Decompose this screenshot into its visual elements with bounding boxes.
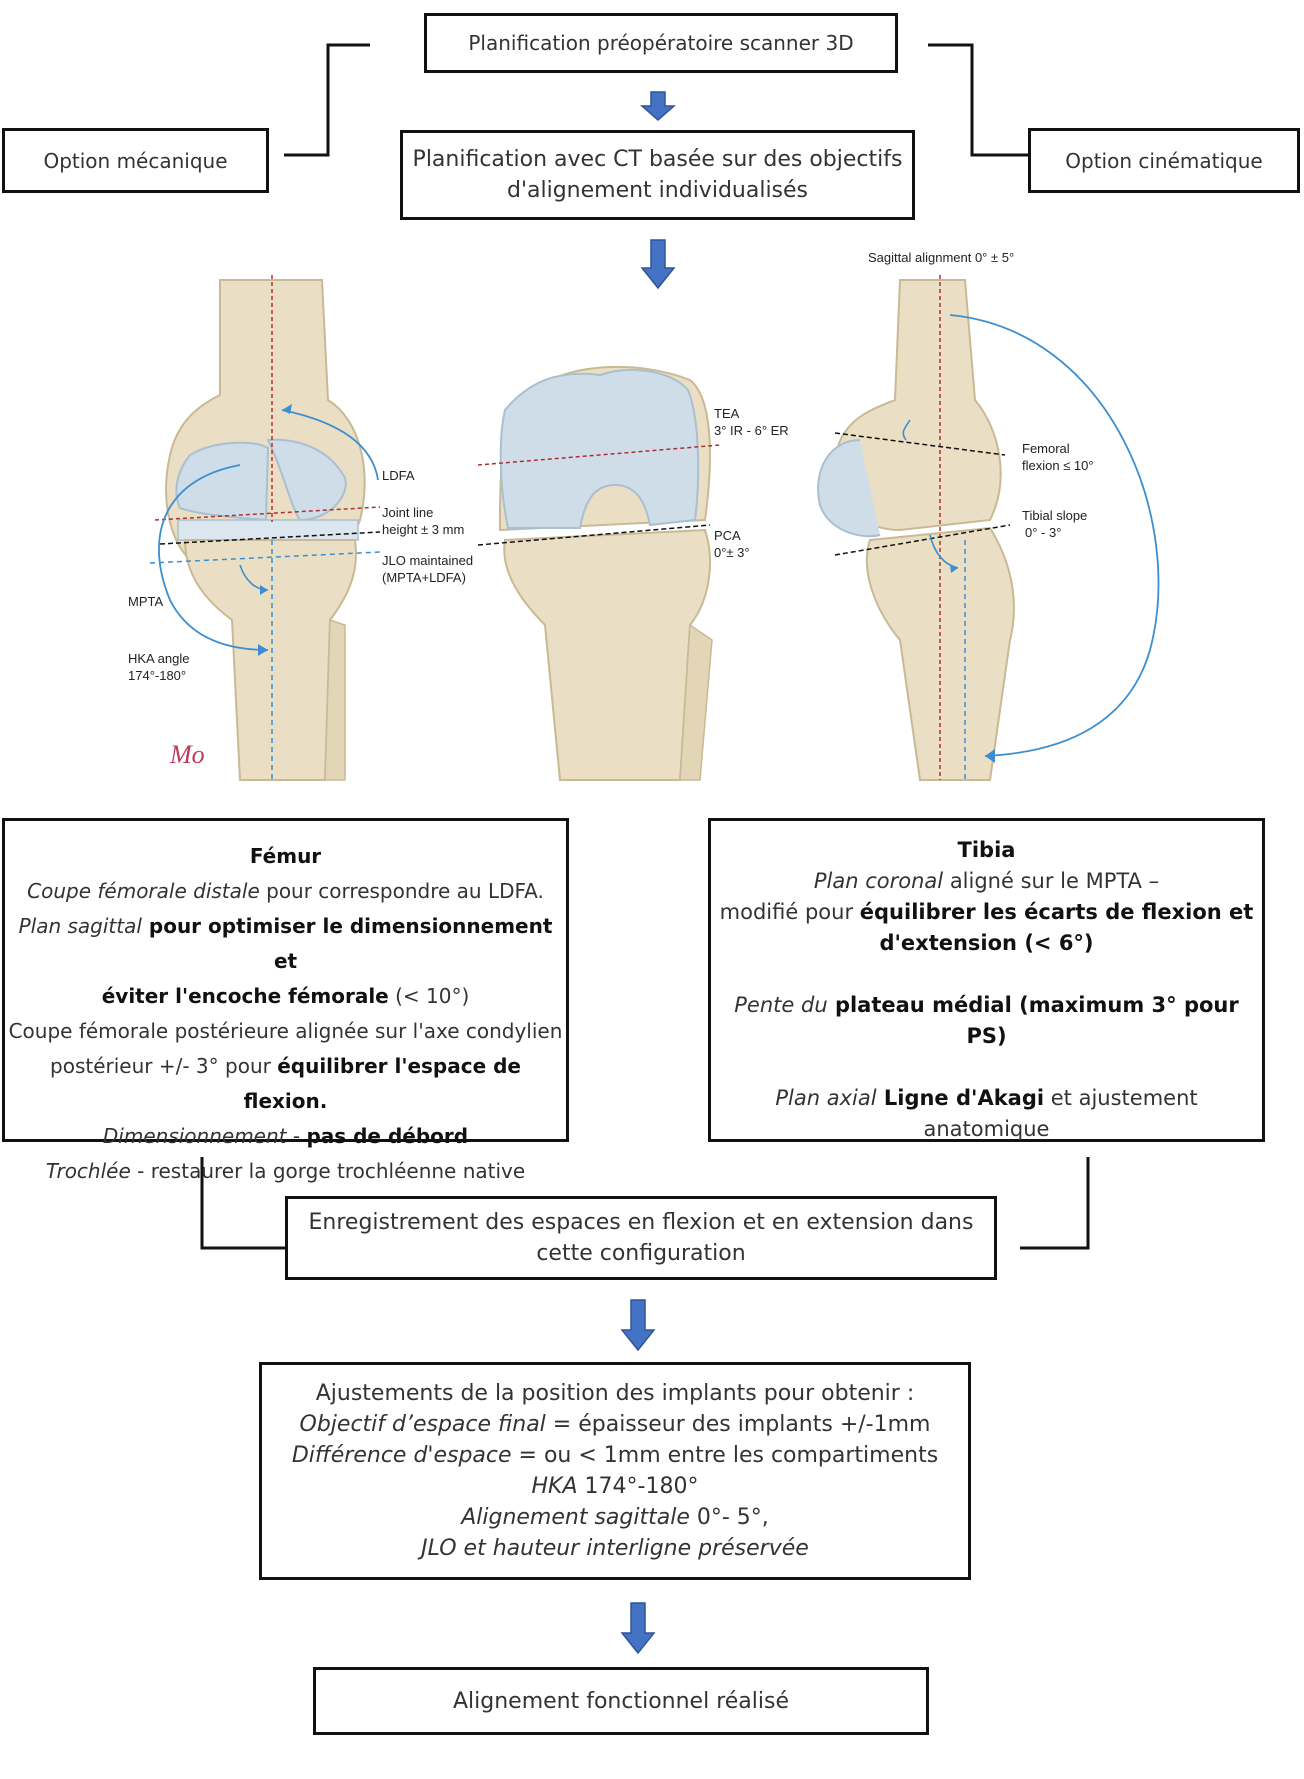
tibia-line-3: d'extension (< 6°)	[879, 931, 1094, 955]
preop-planning-label: Planification préopératoire scanner 3D	[468, 31, 854, 55]
label-femoral: Femoral	[1022, 441, 1070, 456]
ct-planning-line1: Planification avec CT basée sur des obje…	[412, 147, 903, 172]
adjust-line-2: Objectif d’espace final = épaisseur des …	[299, 1412, 931, 1437]
femur-line-4: Coupe fémorale postérieure alignée sur l…	[8, 1019, 563, 1043]
kinematic-option-label: Option cinématique	[1065, 148, 1263, 173]
label-jlo-sub: (MPTA+LDFA)	[382, 570, 466, 585]
frontal-knee-left: LDFA Joint line height ± 3 mm JLO mainta…	[128, 275, 473, 781]
gap-recording-box: Enregistrement des espaces en flexion et…	[285, 1196, 997, 1280]
femur-line-5: postérieur +/- 3° pour équilibrer l'espa…	[50, 1054, 521, 1113]
label-tea-range: 3° IR - 6° ER	[714, 423, 789, 438]
tibia-line-2: modifié pour équilibrer les écarts de fl…	[719, 900, 1254, 924]
femur-line-1: Coupe fémorale distale pour correspondre…	[27, 879, 544, 903]
label-tea: TEA	[714, 406, 740, 421]
label-joint-line-height: height ± 3 mm	[382, 522, 464, 537]
label-joint-line: Joint line	[382, 505, 433, 520]
label-mpta: MPTA	[128, 594, 163, 609]
ct-planning-line2: d'alignement individualisés	[506, 178, 809, 203]
functional-alignment-label: Alignement fonctionnel réalisé	[452, 1688, 789, 1714]
gap-recording-line2: cette configuration	[536, 1241, 746, 1266]
label-tibial-slope: Tibial slope	[1022, 508, 1087, 523]
tibia-line-4: Pente du plateau médial (maximum 3° pour…	[734, 993, 1239, 1048]
tibia-title: Tibia	[957, 838, 1016, 862]
flexed-knee-center: TEA 3° IR - 6° ER PCA 0°± 3°	[477, 365, 789, 781]
adjust-line-4: HKA 174°-180°	[531, 1474, 699, 1499]
signature-logo: Mo	[169, 740, 205, 769]
mechanical-option-box: Option mécanique	[2, 128, 269, 193]
connector-left-bottom	[200, 1157, 285, 1250]
kinematic-option-box: Option cinématique	[1028, 128, 1300, 193]
sagittal-knee-right: Sagittal alignment 0° ± 5° Femoral flexi…	[817, 250, 1160, 781]
preop-planning-box: Planification préopératoire scanner 3D	[424, 13, 898, 73]
tibia-line-5: Plan axial Ligne d'Akagi et ajustement	[775, 1086, 1198, 1110]
adjust-line-6: JLO et hauteur interligne préservée	[421, 1536, 809, 1561]
connector-right-bottom	[1020, 1157, 1090, 1250]
connector-right-top	[928, 43, 1028, 157]
tibia-panel: Tibia Plan coronal aligné sur le MPTA – …	[708, 818, 1265, 1142]
arrow-down-icon	[620, 1602, 656, 1655]
functional-alignment-box: Alignement fonctionnel réalisé	[313, 1667, 929, 1735]
mechanical-option-label: Option mécanique	[43, 148, 228, 173]
label-ldfa: LDFA	[382, 468, 415, 483]
femur-line-3: éviter l'encoche fémorale (< 10°)	[101, 984, 470, 1008]
label-tibial-slope-range: 0° - 3°	[1025, 525, 1061, 540]
label-hka: HKA angle	[128, 651, 189, 666]
femur-line-7: Trochlée - restaurer la gorge trochléenn…	[45, 1159, 526, 1183]
femur-panel: Fémur Coupe fémorale distale pour corres…	[2, 818, 569, 1183]
tibia-line-1: Plan coronal aligné sur le MPTA –	[813, 869, 1160, 893]
knee-illustration: LDFA Joint line height ± 3 mm JLO mainta…	[128, 250, 1160, 781]
label-sagittal-alignment: Sagittal alignment 0° ± 5°	[868, 250, 1014, 265]
label-pca-range: 0°± 3°	[714, 545, 750, 560]
femur-line-2: Plan sagittal pour optimiser le dimensio…	[18, 914, 553, 973]
femur-line-6: Dimensionnement - pas de débord	[102, 1124, 469, 1148]
implant-adjustments-box: Ajustements de la position des implants …	[259, 1362, 971, 1580]
gap-recording-line1: Enregistrement des espaces en flexion et…	[308, 1210, 974, 1235]
label-femoral-flexion: flexion ≤ 10°	[1022, 458, 1094, 473]
label-pca: PCA	[714, 528, 741, 543]
adjust-line-5: Alignement sagittale 0°- 5°,	[461, 1505, 769, 1530]
connector-left-top	[284, 43, 370, 157]
arrow-down-icon	[640, 91, 676, 121]
adjust-line-1: Ajustements de la position des implants …	[315, 1381, 915, 1406]
tibia-line-6: anatomique	[923, 1117, 1050, 1141]
arrow-down-icon	[640, 239, 676, 290]
femur-title: Fémur	[249, 844, 322, 868]
ct-planning-box: Planification avec CT basée sur des obje…	[400, 130, 915, 220]
label-jlo: JLO maintained	[382, 553, 473, 568]
arrow-down-icon	[620, 1299, 656, 1352]
label-hka-range: 174°-180°	[128, 668, 186, 683]
adjust-line-3: Différence d'espace = ou < 1mm entre les…	[291, 1443, 939, 1468]
